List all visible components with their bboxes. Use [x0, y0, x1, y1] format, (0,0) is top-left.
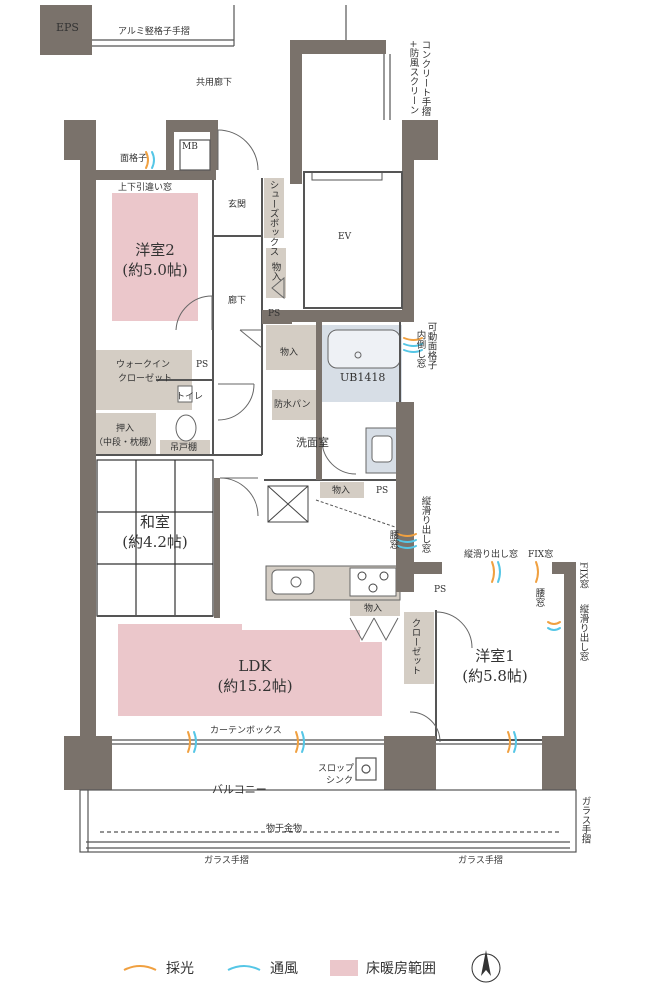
label-ps-4: PS — [434, 585, 447, 595]
label-curtain: カーテンボックス — [210, 726, 282, 736]
room-ldk: LDK (約15.2帖) — [200, 656, 310, 697]
shoes-box — [264, 178, 284, 238]
legend-wind-label: 通風 — [270, 961, 298, 977]
room-ldk-size: (約15.2帖) — [217, 677, 293, 696]
room-washitsu-name: 和室 — [139, 513, 170, 531]
label-eps: EPS — [56, 21, 79, 34]
label-koshi-2: 腰窓 — [533, 588, 545, 607]
legend-heating: 床暖房範囲 — [330, 957, 436, 979]
room-yoshitsu1-name: 洋室1 — [475, 647, 515, 665]
compass-icon — [471, 950, 501, 983]
label-ps-3: PS — [376, 486, 389, 496]
legend-heating-label: 床暖房範囲 — [366, 961, 436, 977]
label-rouka: 廊下 — [228, 296, 247, 306]
label-menkoushi: 面格子 — [120, 154, 148, 164]
label-oshiire-b: （中段・枕棚） — [94, 438, 158, 448]
label-bousui: 防水パン — [274, 400, 311, 410]
label-walkin-a: ウォークイン — [116, 360, 171, 370]
label-monoire-1: 物入 — [269, 262, 281, 281]
label-walkin-b: クローゼット — [118, 374, 173, 384]
monoire-2 — [266, 325, 316, 370]
monoire-1 — [266, 248, 286, 298]
label-monoire-4: 物入 — [364, 604, 383, 614]
label-concrete: コンクリート手摺 — [419, 40, 431, 116]
label-glass-3: ガラス手摺 — [579, 796, 591, 844]
legend-heating-swatch — [330, 960, 358, 976]
label-oshiire-a: 押入 — [116, 424, 135, 434]
label-alumi: アルミ竪格子手摺 — [118, 27, 190, 37]
label-monoire-3: 物入 — [332, 486, 351, 496]
label-koshi-1: 腰窓 — [387, 530, 399, 549]
label-glass-1: ガラス手摺 — [204, 856, 249, 866]
room-washitsu: 和室 (約4.2帖) — [110, 512, 200, 553]
tatami — [96, 459, 214, 617]
closet-yoshitsu1 — [404, 612, 434, 684]
label-windscreen: +防風スクリーン — [407, 40, 419, 115]
label-monoire-2: 物入 — [280, 348, 299, 358]
label-slop-a: スロップ — [318, 764, 355, 774]
floor-heating-yoshitsu2 — [112, 193, 198, 321]
room-yoshitsu2-size: (約5.0帖) — [122, 261, 188, 280]
room-washitsu-size: (約4.2帖) — [122, 533, 188, 552]
label-kadou-a: 可動面格子 — [425, 322, 437, 370]
floor-heating-ldk — [118, 624, 382, 716]
label-glass-2: ガラス手摺 — [458, 856, 503, 866]
toilet-bowl — [175, 414, 197, 442]
label-shoes: シューズボックス — [267, 180, 279, 256]
elevator — [303, 171, 403, 309]
room-ldk-name: LDK — [238, 657, 272, 675]
label-slop-b: シンク — [326, 776, 354, 786]
monoire-4 — [350, 600, 400, 616]
oshiire — [96, 413, 156, 455]
label-yokosuberi: 縦滑り出し窓 — [464, 550, 519, 560]
label-corridor-public: 共用廊下 — [196, 78, 233, 88]
label-ev: EV — [338, 232, 352, 242]
label-toilet: トイレ — [176, 392, 204, 402]
room-yoshitsu1: 洋室1 (約5.8帖) — [452, 646, 538, 687]
room-yoshitsu1-size: (約5.8帖) — [462, 667, 528, 686]
label-fix-2: FIX窓 — [577, 562, 589, 589]
legend-light-label: 採光 — [166, 961, 194, 977]
bousui-pan — [272, 390, 320, 420]
label-ps-1: PS — [268, 309, 281, 319]
label-genkan: 玄関 — [228, 200, 247, 210]
legend-wind-icon — [227, 965, 261, 971]
label-tatesuberi: 縦滑り出し窓 — [419, 496, 431, 553]
legend: 採光 — [122, 957, 194, 979]
label-ub: UB1418 — [340, 371, 386, 384]
monoire-3 — [320, 482, 364, 498]
tsuridana — [160, 440, 210, 455]
room-yoshitsu2: 洋室2 (約5.0帖) — [112, 240, 198, 281]
bathtub — [327, 329, 401, 369]
label-fix: FIX窓 — [528, 550, 554, 560]
balcony-area — [79, 789, 577, 853]
label-mb: MB — [182, 142, 198, 152]
label-kadou-b: 内倒し窓 — [414, 330, 426, 368]
label-jouge: 上下引違い窓 — [118, 183, 173, 193]
room-yoshitsu2-name: 洋室2 — [135, 241, 175, 259]
legend-light-icon — [123, 965, 157, 971]
label-balcony: バルコニー — [212, 783, 267, 796]
label-senmen: 洗面室 — [296, 436, 329, 449]
label-closet: クローゼット — [409, 618, 421, 675]
legend-wind: 通風 — [226, 957, 298, 979]
label-tatesuberi-2: 縦滑り出し窓 — [577, 604, 589, 661]
label-ps-2: PS — [196, 360, 209, 370]
label-monohoshi: 物干金物 — [266, 824, 303, 834]
label-tsuridana: 吊戸棚 — [170, 443, 198, 453]
stove — [349, 567, 397, 597]
